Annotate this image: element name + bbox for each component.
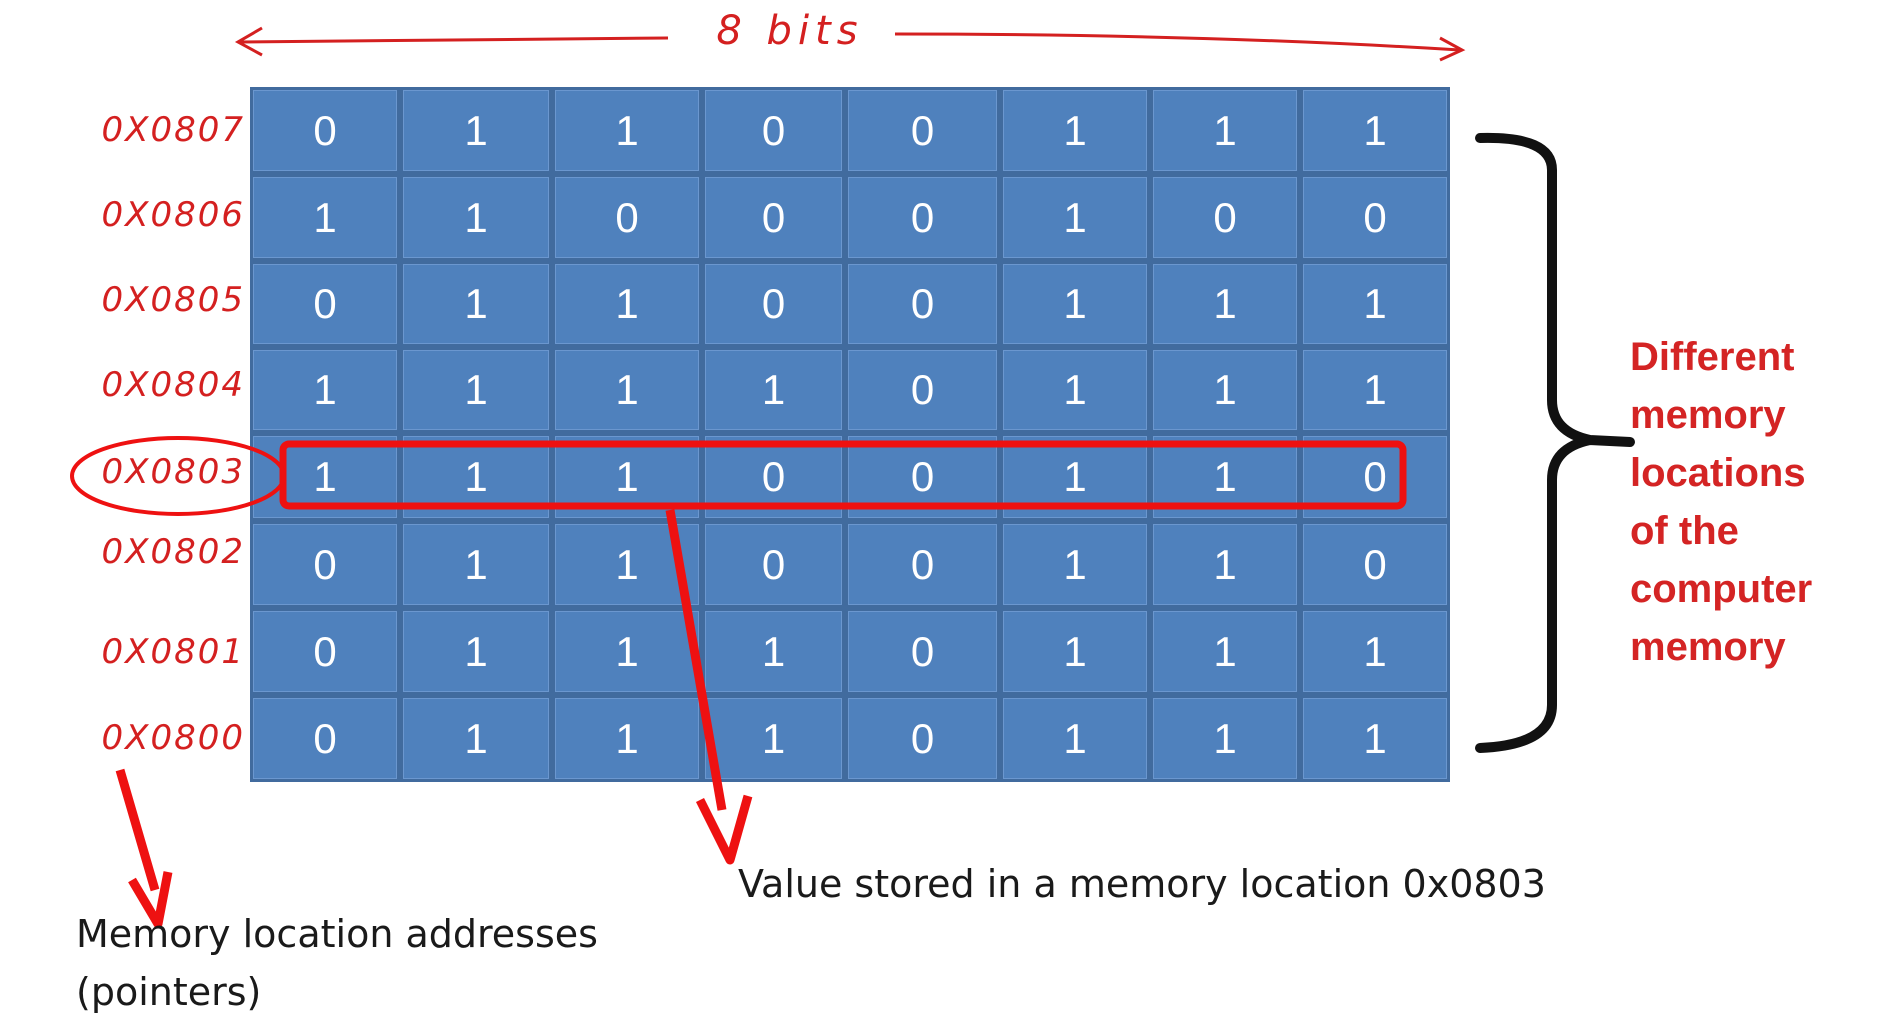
bit-cell: 1 xyxy=(702,608,845,695)
bit-cell: 1 xyxy=(702,347,845,433)
bit-cell: 0 xyxy=(845,521,1000,608)
bit-cell: 1 xyxy=(1150,87,1300,174)
side-label-line: memory xyxy=(1630,393,1786,437)
bits-arrowhead-right xyxy=(1439,36,1466,62)
memory-address-label: 0X0801 xyxy=(101,632,245,672)
value-arrowhead xyxy=(695,794,753,865)
bit-cell: 1 xyxy=(1300,87,1450,174)
side-label-line: memory xyxy=(1630,625,1786,669)
side-label-line: computer xyxy=(1630,567,1813,611)
bit-cell: 0 xyxy=(702,521,845,608)
bit-cell: 1 xyxy=(400,261,552,347)
bits-arrow-left xyxy=(239,36,669,44)
bit-cell: 1 xyxy=(1000,347,1150,433)
addresses-caption-line2: (pointers) xyxy=(76,970,262,1014)
value-caption: Value stored in a memory location 0x0803 xyxy=(738,862,1546,906)
row-highlight-box xyxy=(279,440,1407,510)
bit-cell: 0 xyxy=(702,87,845,174)
address-arrow-line xyxy=(115,768,160,892)
bits-arrow-right xyxy=(894,32,1461,52)
bit-cell: 1 xyxy=(1150,347,1300,433)
bit-cell: 0 xyxy=(1300,174,1450,261)
bit-cell: 1 xyxy=(1000,261,1150,347)
bit-cell: 0 xyxy=(845,261,1000,347)
value-arrow-line xyxy=(665,509,727,811)
memory-address-label: 0X0803 xyxy=(101,452,245,492)
bit-cell: 1 xyxy=(1300,261,1450,347)
bit-cell: 0 xyxy=(845,174,1000,261)
memory-address-label: 0X0806 xyxy=(101,195,245,235)
side-label-line: locations xyxy=(1630,451,1806,495)
bit-cell: 1 xyxy=(1000,695,1150,782)
bits-width-label: 8 bits xyxy=(716,8,864,54)
bit-cell: 1 xyxy=(552,87,702,174)
bit-cell: 0 xyxy=(552,174,702,261)
bit-cell: 1 xyxy=(1150,608,1300,695)
address-highlight-ellipse xyxy=(70,436,286,516)
bit-cell: 1 xyxy=(552,347,702,433)
memory-address-label: 0X0802 xyxy=(101,532,245,572)
bit-cell: 1 xyxy=(400,87,552,174)
bit-cell: 1 xyxy=(1300,608,1450,695)
bit-cell: 1 xyxy=(552,695,702,782)
bit-cell: 0 xyxy=(1300,521,1450,608)
memory-address-label: 0X0807 xyxy=(101,110,245,150)
bit-cell: 1 xyxy=(1000,608,1150,695)
curly-brace xyxy=(1475,132,1635,753)
bit-cell: 1 xyxy=(400,521,552,608)
memory-address-label: 0X0800 xyxy=(101,718,245,758)
bit-cell: 1 xyxy=(400,347,552,433)
bit-cell: 1 xyxy=(1000,87,1150,174)
side-label-line: Different xyxy=(1630,335,1795,379)
bit-cell: 1 xyxy=(1000,174,1150,261)
bits-arrowhead-left xyxy=(234,26,263,57)
bit-cell: 0 xyxy=(845,695,1000,782)
bit-cell: 1 xyxy=(1150,695,1300,782)
bit-cell: 0 xyxy=(250,521,400,608)
address-arrowhead xyxy=(128,871,173,929)
bit-cell: 0 xyxy=(250,87,400,174)
bit-cell: 1 xyxy=(1150,521,1300,608)
bit-cell: 0 xyxy=(1150,174,1300,261)
addresses-caption-line1: Memory location addresses xyxy=(76,912,598,956)
bit-cell: 0 xyxy=(702,174,845,261)
bit-cell: 1 xyxy=(552,521,702,608)
bit-cell: 1 xyxy=(552,261,702,347)
bit-cell: 1 xyxy=(250,174,400,261)
memory-address-label: 0X0804 xyxy=(101,365,245,405)
bit-cell: 1 xyxy=(552,608,702,695)
bit-cell: 1 xyxy=(250,433,400,521)
bit-cell: 1 xyxy=(1300,347,1450,433)
bit-cell: 0 xyxy=(845,347,1000,433)
bit-cell: 0 xyxy=(250,608,400,695)
bit-cell: 1 xyxy=(1150,261,1300,347)
bit-cell: 1 xyxy=(400,695,552,782)
bit-cell: 1 xyxy=(1300,695,1450,782)
memory-locations-label: Different memory locations of the comput… xyxy=(1630,328,1880,676)
memory-address-label: 0X0805 xyxy=(101,280,245,320)
bit-cell: 0 xyxy=(845,87,1000,174)
bit-cell: 1 xyxy=(1000,521,1150,608)
bit-cell: 1 xyxy=(400,174,552,261)
bit-cell: 0 xyxy=(250,695,400,782)
bit-cell: 1 xyxy=(400,608,552,695)
side-label-line: of the xyxy=(1630,509,1739,553)
bit-cell: 0 xyxy=(702,261,845,347)
bit-cell: 1 xyxy=(250,347,400,433)
bit-cell: 0 xyxy=(250,261,400,347)
bit-cell: 1 xyxy=(702,695,845,782)
bit-cell: 0 xyxy=(845,608,1000,695)
